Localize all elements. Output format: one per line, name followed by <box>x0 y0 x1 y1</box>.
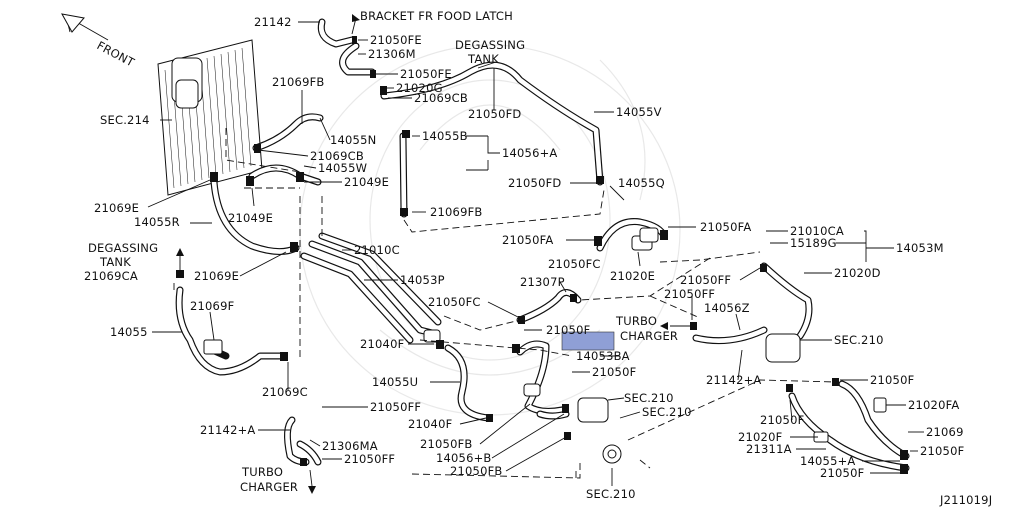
label-degassing-left-2: TANK <box>99 255 131 269</box>
part-21050fb-a: 21050FB <box>420 437 473 451</box>
part-21050fd-b: 21050FD <box>508 176 561 190</box>
part-21020d: 21020D <box>834 266 881 280</box>
front-label: FRONT <box>95 38 138 70</box>
part-21069c: 21069C <box>262 385 308 399</box>
part-21020e: 21020E <box>610 269 655 283</box>
part-21010c: 21010C <box>354 243 400 257</box>
part-21050fa-a: 21050FA <box>700 220 751 234</box>
label-sec210-b: SEC.210 <box>624 391 674 405</box>
part-21069ca: 21069CA <box>84 269 138 283</box>
part-14055v: 14055V <box>616 105 662 119</box>
part-14056a: 14056+A <box>502 146 558 160</box>
part-14055q: 14055Q <box>618 176 665 190</box>
part-21050fc-a: 21050FC <box>548 257 601 271</box>
part-14055u: 14055U <box>372 375 418 389</box>
part-21050ff-d: 21050FF <box>344 452 395 466</box>
label-turbo-low-1: TURBO <box>241 465 283 479</box>
part-21069fb-b: 21069FB <box>430 205 483 219</box>
diagram-id-code: J211019J <box>939 493 992 507</box>
components <box>203 227 887 464</box>
front-arrow: FRONT <box>61 13 138 70</box>
label-bracket-fr-food-latch: BRACKET FR FOOD LATCH <box>360 9 513 23</box>
label-degassing-top-1: DEGASSING <box>455 38 525 52</box>
label-degassing-left-1: DEGASSING <box>88 241 158 255</box>
part-15189g: 15189G <box>790 236 837 250</box>
part-21307p: 21307P <box>520 275 565 289</box>
hoses <box>175 18 910 472</box>
part-14055n: 14055N <box>330 133 376 147</box>
part-21050f-f: 21050F <box>820 466 864 480</box>
part-14056b: 14056+B <box>436 451 492 465</box>
part-21020f: 21020F <box>738 430 782 444</box>
part-21050fb-b: 21050FB <box>450 464 503 478</box>
part-21306ma: 21306MA <box>322 439 378 453</box>
part-14055w: 14055W <box>318 161 367 175</box>
part-14056z: 14056Z <box>704 301 750 315</box>
part-21050f-b: 21050F <box>592 365 636 379</box>
part-21069f: 21069F <box>190 299 234 313</box>
part-14053ba: 14053BA <box>576 349 630 363</box>
label-sec210-a: SEC.210 <box>834 333 884 347</box>
part-21050ff-a: 21050FF <box>680 273 731 287</box>
part-21306m: 21306M <box>368 47 416 61</box>
part-21142a-a: 21142+A <box>706 373 762 387</box>
label-turbo-low-2: CHARGER <box>240 480 298 494</box>
part-14055a: 14055+A <box>800 454 856 468</box>
part-21050fa-b: 21050FA <box>502 233 553 247</box>
part-14055: 14055 <box>110 325 148 339</box>
part-14053p: 14053P <box>400 273 445 287</box>
part-21069: 21069 <box>926 425 964 439</box>
part-21069e-b: 21069E <box>194 269 239 283</box>
part-21050fe-a: 21050FE <box>370 33 422 47</box>
highlight-box <box>561 331 615 351</box>
part-21040f-a: 21040F <box>360 337 404 351</box>
part-21050f-a: 21050F <box>546 323 590 337</box>
label-sec214: SEC.214 <box>100 113 150 127</box>
part-21050ff-c: 21050FF <box>370 400 421 414</box>
part-21040f-b: 21040F <box>408 417 452 431</box>
direction-arrows <box>176 14 694 494</box>
label-sec210-c: SEC.210 <box>642 405 692 419</box>
part-21142a-b: 21142+A <box>200 423 256 437</box>
part-21069fb-a: 21069FB <box>272 75 325 89</box>
part-21050fc-b: 21050FC <box>428 295 481 309</box>
part-21050fd-a: 21050FD <box>468 107 521 121</box>
label-sec210-d: SEC.210 <box>586 487 636 501</box>
part-21020g: 21020G <box>396 81 443 95</box>
label-turbo-mid-2: CHARGER <box>620 329 678 343</box>
part-21050ff-b: 21050FF <box>664 287 715 301</box>
radiator <box>157 39 263 196</box>
labels: BRACKET FR FOOD LATCH DEGASSING TANK DEG… <box>84 9 992 507</box>
part-21050f-c: 21050F <box>870 373 914 387</box>
chain-lines <box>173 128 837 479</box>
part-21069cb-a: 21069CB <box>414 91 468 105</box>
part-21311a: 21311A <box>746 442 792 456</box>
part-21010ca: 21010CA <box>790 224 844 238</box>
part-21142-top: 21142 <box>254 15 292 29</box>
part-21050f-e: 21050F <box>920 444 964 458</box>
leader-lines <box>147 21 924 486</box>
part-14055b: 14055B <box>422 129 468 143</box>
part-21069e-a: 21069E <box>94 201 139 215</box>
part-21049e-b: 21049E <box>228 211 273 225</box>
part-14053m: 14053M <box>896 241 944 255</box>
part-21049e-a: 21049E <box>344 175 389 189</box>
label-turbo-mid-1: TURBO <box>615 314 657 328</box>
part-21069cb-b: 21069CB <box>310 149 364 163</box>
part-14055r: 14055R <box>134 215 180 229</box>
part-21050fe-b: 21050FE <box>400 67 452 81</box>
part-21020fa: 21020FA <box>908 398 959 412</box>
part-21050f-d: 21050F <box>760 413 804 427</box>
label-degassing-top-2: TANK <box>467 52 499 66</box>
